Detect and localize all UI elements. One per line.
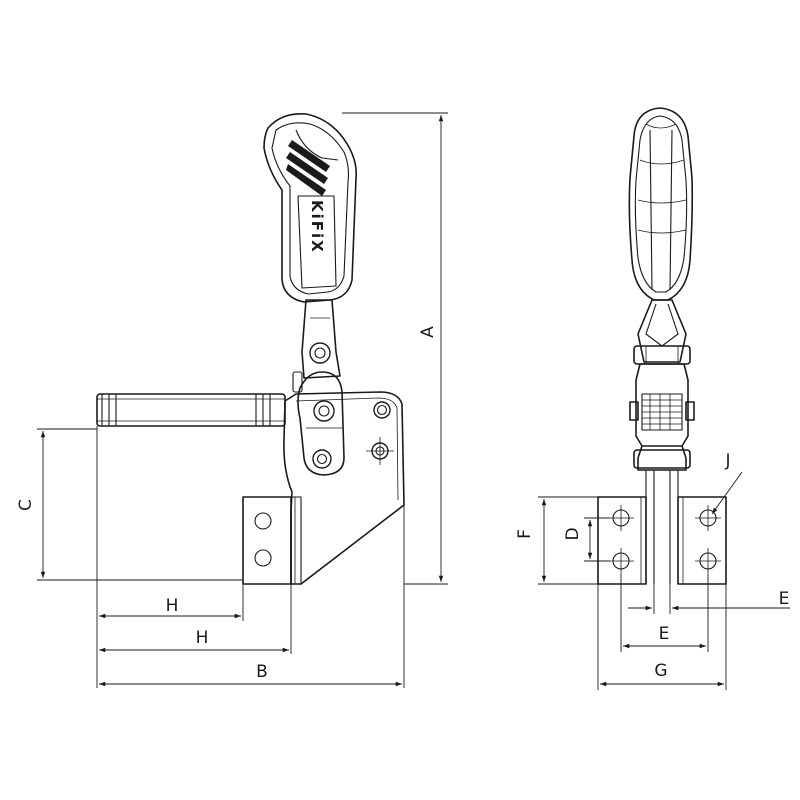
dim-label-b: B bbox=[256, 662, 268, 682]
front-view: F D E E G bbox=[515, 107, 790, 690]
front-base-plates bbox=[597, 496, 727, 585]
dim-label-h-lower: H bbox=[196, 628, 209, 648]
dim-label-h-upper: H bbox=[166, 596, 179, 616]
side-mount-hole bbox=[254, 549, 272, 567]
dim-label-d: D bbox=[563, 527, 583, 540]
dimension-e-bottom: E bbox=[620, 574, 709, 652]
dim-label-g: G bbox=[654, 661, 667, 681]
handle-logo-text: KiFiX bbox=[308, 200, 326, 254]
dimension-f: F bbox=[515, 496, 598, 585]
side-mount-hole bbox=[254, 512, 272, 530]
clamp-body bbox=[283, 391, 405, 585]
dimension-d: D bbox=[563, 517, 610, 562]
dimension-g: G bbox=[597, 584, 727, 690]
base-flange bbox=[242, 496, 302, 585]
dimension-e-right: E bbox=[628, 584, 790, 614]
side-view: KiFiX C A H H bbox=[16, 112, 448, 688]
pivot-pins bbox=[366, 401, 394, 465]
dimension-h-lower: H bbox=[99, 628, 289, 653]
front-body bbox=[633, 445, 691, 584]
dim-label-c: C bbox=[16, 499, 36, 511]
handle-arm bbox=[301, 299, 341, 379]
front-handle-arm bbox=[633, 299, 691, 365]
dim-label-a: A bbox=[418, 326, 438, 338]
dim-label-f: F bbox=[515, 529, 535, 539]
dimension-a: A bbox=[342, 112, 448, 585]
front-handle-grip bbox=[628, 107, 694, 301]
handle-grip: KiFiX bbox=[263, 112, 357, 303]
dim-label-j: J bbox=[724, 451, 730, 471]
leader-j: J bbox=[711, 451, 743, 515]
clamp-spindle bbox=[96, 393, 286, 427]
link-arm bbox=[292, 371, 345, 476]
dimension-c: C bbox=[16, 428, 243, 581]
dim-label-e-bottom: E bbox=[659, 624, 670, 644]
dim-label-e-right: E bbox=[779, 589, 790, 609]
front-link bbox=[629, 363, 695, 447]
dimension-b: B bbox=[99, 662, 402, 687]
dimension-h-upper: H bbox=[99, 596, 241, 619]
